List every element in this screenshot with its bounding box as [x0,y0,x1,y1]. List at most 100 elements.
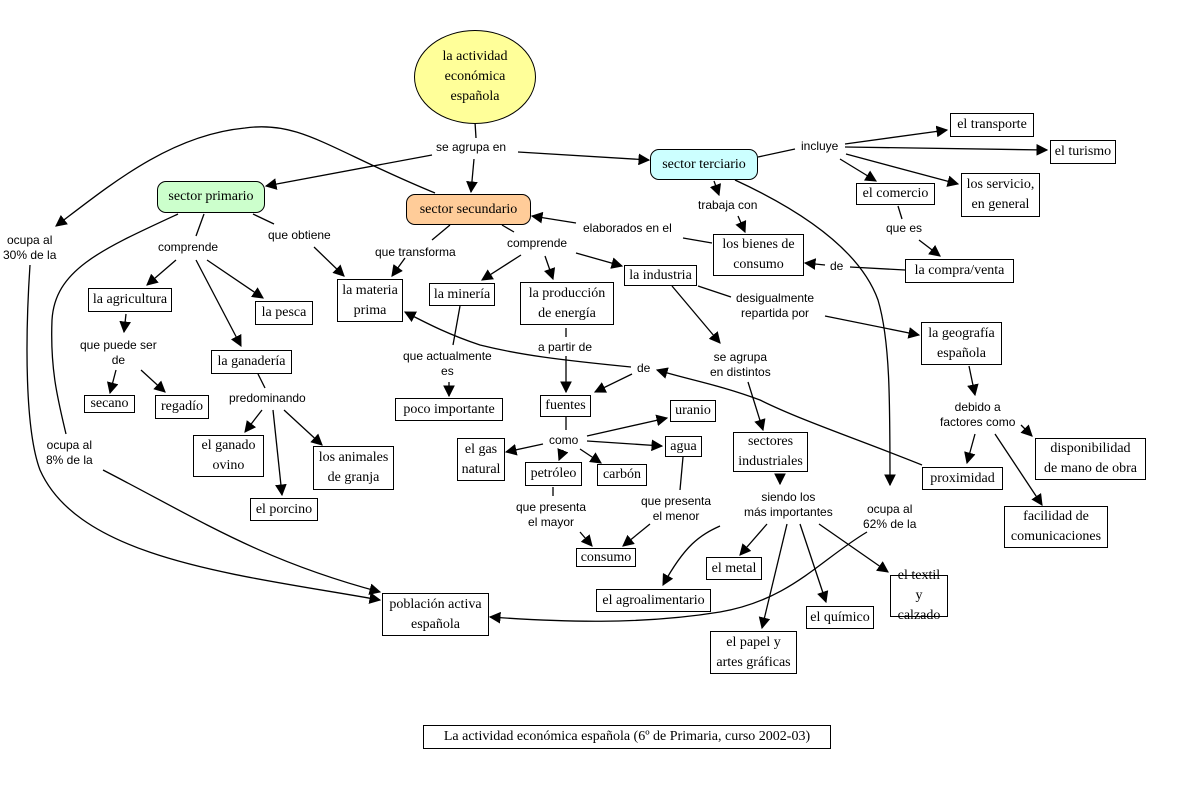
arrow-to-ovino [244,409,263,433]
link-label-a-partir-de: a partir de [538,340,593,354]
concept-la-industria[interactable]: la industria [624,265,697,286]
concept-uranio[interactable]: uranio [670,400,716,422]
link-root-seagrupa [474,121,477,139]
concept-el-comercio[interactable]: el comercio [856,183,935,205]
link-terciario-ocupa62 [734,179,896,487]
arrow-to-animales [283,409,323,446]
concept-la-produccion[interactable]: la producción de energía [520,282,614,325]
map-caption: La actividad económica española (6º de P… [423,725,831,749]
link-label-desigualmente: desigualmente repartida por [736,291,815,320]
link-label-se-agrupa-en: se agrupa en [436,140,507,154]
concept-la-pesca[interactable]: la pesca [255,301,313,325]
arrow-mayor-consumo [579,531,593,547]
link-label-que-actualmente-es: que actualmente es [403,349,492,378]
concept-sectores-industriales[interactable]: sectores industriales [733,432,808,472]
concept-sector-terciario[interactable]: sector terciario [650,149,758,180]
arrow-8-to-poblacion [102,469,382,595]
link-label-debido-a: debido a factores como [940,400,1016,429]
concept-los-animales[interactable]: los animales de granja [313,446,394,490]
arrow-to-turismo [844,143,1049,156]
link-label-de-compra: de [830,259,844,273]
concept-el-gas-natural[interactable]: el gas natural [457,438,505,481]
arrow-to-mineria [481,254,522,281]
link-label-que-puede-ser-de: que puede ser de [80,338,157,367]
concept-el-ganado-ovino[interactable]: el ganado ovino [193,435,264,477]
link-compra-de [849,266,906,271]
link-label-como: como [549,433,579,447]
concept-petroleo[interactable]: petróleo [525,462,582,486]
arrow-to-agua [586,439,664,452]
concept-el-metal[interactable]: el metal [706,557,762,580]
link-label-que-es: que es [886,221,923,235]
arrow-to-facilidad [994,433,1043,506]
arrow-geografia-debido [967,365,979,397]
concept-la-agricultura[interactable]: la agricultura [88,288,172,312]
arrow-proximidad-de [655,367,923,466]
link-label-que-transforma: que transforma [375,245,456,259]
link-label-elaborados-en-el: elaborados en el [583,221,672,235]
concept-poco-importante[interactable]: poco importante [395,398,503,421]
arrow-to-materia-transforma [391,257,406,277]
concept-la-materia-prima[interactable]: la materia prima [337,279,403,322]
concept-el-quimico[interactable]: el químico [806,606,874,629]
link-primario-ocupa8 [51,213,179,435]
concept-fuentes[interactable]: fuentes [540,395,591,417]
arrow-to-carbon [579,448,602,464]
link-comercio-quees [897,205,903,220]
arrow-to-textil [818,523,889,573]
link-label-de-fuentes: de [637,361,651,375]
concept-poblacion-activa[interactable]: población activa española [382,593,489,636]
concept-carbon[interactable]: carbón [597,464,647,486]
arrow-de-bienes [803,258,826,270]
arrow-to-ganaderia [195,259,242,348]
arrow-quees-compra [918,239,941,257]
link-bienes-elaborados [682,237,713,244]
arrow-to-primario [264,154,433,190]
concept-el-textil[interactable]: el textil y calzado [890,568,948,623]
concept-consumo[interactable]: consumo [576,548,636,567]
concept-el-papel[interactable]: el papel y artes gráficas [710,631,797,674]
arrow-to-secundario [466,158,478,194]
concept-la-ganaderia[interactable]: la ganadería [211,350,292,374]
arrow-to-materia-obtiene [313,246,345,277]
arrow-to-regadio [140,369,166,393]
concept-la-mineria[interactable]: la minería [429,283,495,306]
link-label-siendo-los: siendo los más importantes [744,490,833,519]
concept-la-compra-venta[interactable]: la compra/venta [905,259,1014,283]
concept-secano[interactable]: secano [84,395,135,413]
arrow-to-proximidad [964,433,976,465]
arrow-to-servicio [845,153,960,187]
link-terciario-incluye [757,148,796,158]
concept-el-porcino[interactable]: el porcino [250,498,318,521]
concept-los-bienes[interactable]: los bienes de consumo [713,234,804,276]
concept-sector-secundario[interactable]: sector secundario [406,194,531,225]
concept-los-servicio[interactable]: los servicio, en general [961,173,1040,217]
arrow-to-petroleo [557,448,569,462]
concept-proximidad[interactable]: proximidad [922,467,1003,490]
concept-agua[interactable]: agua [665,436,702,457]
arrow-de-fuentes [593,373,633,393]
concept-root[interactable]: la actividad económica española [414,30,536,124]
link-industria-desigualmente [697,285,732,298]
link-label-incluye: incluye [801,139,839,153]
concept-sector-primario[interactable]: sector primario [157,181,265,213]
concept-facilidad[interactable]: facilidad de comunicaciones [1004,506,1108,548]
arrow-to-transporte [844,125,949,145]
concept-la-geografia[interactable]: la geografía española [921,322,1002,365]
arrow-to-gasnatural [504,443,544,456]
link-label-que-presenta-menor: que presenta el menor [641,494,712,523]
concept-el-transporte[interactable]: el transporte [950,113,1034,137]
concept-regadio[interactable]: regadío [155,395,209,419]
link-secundario-comprende [501,224,515,233]
concept-disponibilidad[interactable]: disponibilidad de mano de obra [1035,438,1146,480]
concept-el-turismo[interactable]: el turismo [1050,140,1116,164]
link-label-que-presenta-mayor: que presenta el mayor [516,500,587,529]
link-agua-menor [679,456,684,491]
link-ganaderia-predominando [257,373,266,389]
concept-el-agroalimentario[interactable]: el agroalimentario [596,589,711,612]
arrow-to-disponibilidad [1020,424,1033,437]
arrow-to-porcino [272,409,287,497]
link-mineria-actualmente [452,305,461,346]
link-label-comprende-secundario: comprende [507,236,568,250]
